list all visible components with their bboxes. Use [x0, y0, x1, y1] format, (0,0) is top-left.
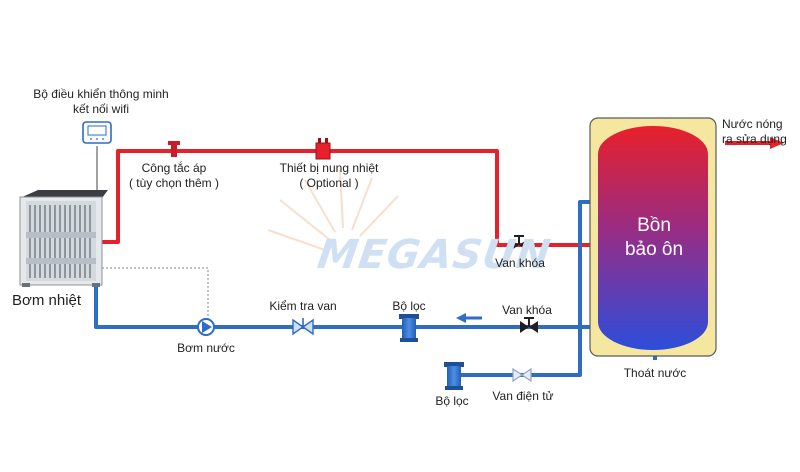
heater-icon [315, 138, 331, 160]
water-pump-icon [197, 318, 215, 336]
hot-out-label: Nước nóng ra sửa dụng [722, 117, 787, 147]
watermark-sun-icon [267, 169, 399, 251]
heater-label-line1: Thiết bị nung nhiệt [279, 161, 379, 175]
flow-direction-arrow-icon [456, 313, 482, 323]
main-filter-icon [399, 314, 419, 342]
tank-label: Bồn bảo ôn [625, 214, 683, 262]
heat-pump-label: Bơm nhiệt [12, 292, 82, 309]
storage-tank-icon [589, 117, 717, 357]
wifi-controller-icon [82, 121, 112, 144]
watermark: MEGASUN [314, 232, 554, 278]
heater-label: Thiết bị nung nhiệt ( Optional ) [280, 161, 379, 191]
control-wire [102, 267, 209, 322]
controller-label: Bộ điều khiển thông minh kết nối wifi [33, 87, 168, 117]
heater-label-line2: ( Optional ) [299, 176, 359, 190]
controller-label-line1: Bộ điều khiển thông minh [33, 87, 169, 101]
water-pump-label: Bơm nước [177, 341, 235, 355]
pressure-switch-label-line1: Công tắc áp [141, 161, 207, 175]
pressure-switch-label: Công tắc áp ( tùy chọn thêm ) [129, 161, 219, 191]
hot-out-label-line2: ra sửa dụng [722, 132, 787, 146]
main-filter-label: Bộ lọc [392, 299, 426, 313]
drain-label: Thoát nước [623, 366, 687, 380]
tank-label-line1: Bồn [637, 215, 671, 236]
solenoid-valve-label: Van điện tử [492, 389, 554, 403]
hot-shutoff-valve-icon [510, 235, 528, 251]
check-valve-label: Kiểm tra van [269, 299, 337, 313]
heat-pump-unit-icon [19, 190, 108, 287]
controller-label-line2: kết nối wifi [72, 102, 130, 116]
check-valve-icon [292, 318, 314, 336]
tank-label-line2: bảo ôn [624, 239, 684, 260]
cold-shutoff-valve-icon [520, 317, 538, 333]
pressure-switch-label-line2: ( tùy chọn thêm ) [128, 176, 220, 190]
hot-output-arrow-icon [770, 137, 784, 149]
lower-filter-icon [444, 362, 464, 390]
solenoid-valve-icon [512, 367, 532, 383]
pressure-switch-icon [168, 141, 180, 157]
hot-valve-label: Van khóa [495, 256, 545, 270]
cold-valve-label: Van khóa [502, 303, 552, 317]
lower-filter-label: Bộ lọc [435, 394, 469, 408]
hot-out-label-line1: Nước nóng [722, 117, 783, 131]
